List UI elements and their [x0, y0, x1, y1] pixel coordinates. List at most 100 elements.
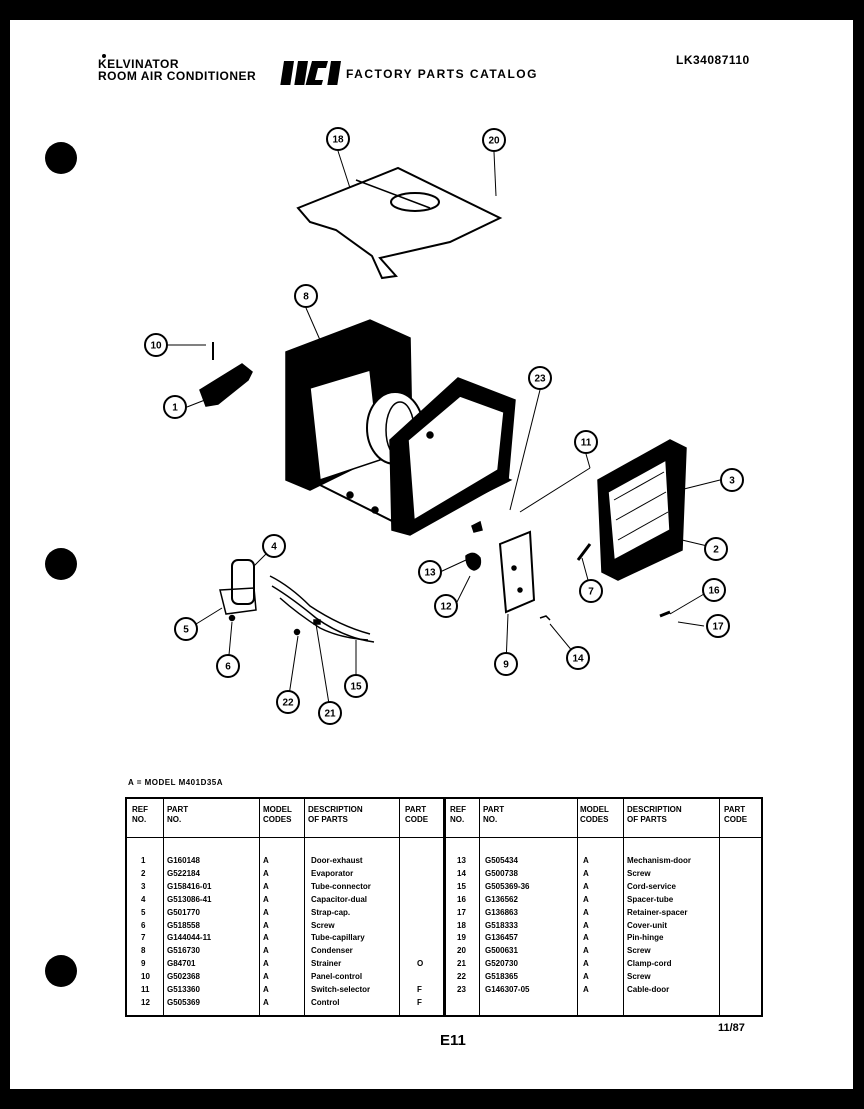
- cell-description: Screw: [627, 868, 651, 878]
- cell-model-code: A: [263, 907, 269, 917]
- callout-5: 5: [174, 617, 198, 641]
- svg-text:14: 14: [572, 654, 584, 665]
- cell-ref: 15: [457, 881, 466, 891]
- cell-description: Spacer-tube: [627, 894, 674, 904]
- cell-part-no: G502368: [167, 972, 200, 982]
- cell-description: Mechanism-door: [627, 856, 692, 865]
- callout-16: 16: [702, 578, 726, 602]
- cell-description: Screw: [627, 946, 651, 956]
- cell-model-code: A: [583, 894, 589, 904]
- cell-description: Switch-selector: [311, 985, 371, 994]
- svg-text:11: 11: [581, 438, 592, 449]
- cell-model-code: A: [263, 933, 269, 943]
- svg-text:15: 15: [350, 682, 362, 693]
- svg-text:13: 13: [424, 568, 436, 579]
- cell-description: Condenser: [311, 946, 353, 956]
- cell-part-code: F: [417, 997, 422, 1007]
- cell-part-no: G501770: [167, 907, 200, 917]
- svg-text:5: 5: [183, 625, 189, 636]
- svg-text:8: 8: [303, 292, 309, 303]
- callout-3: 3: [720, 468, 744, 492]
- cell-part-no: G513086-41: [167, 894, 212, 904]
- svg-text:7: 7: [588, 587, 594, 598]
- cell-model-code: A: [263, 959, 269, 969]
- svg-text:4: 4: [271, 542, 277, 553]
- cell-part-no: G520730: [485, 959, 518, 969]
- cell-ref: 18: [457, 920, 466, 930]
- catalog-title: FACTORY PARTS CATALOG: [346, 67, 538, 81]
- document-number: LK34087110: [676, 53, 750, 67]
- cell-ref: 23: [457, 985, 466, 994]
- svg-text:10: 10: [150, 341, 162, 352]
- product-name: ROOM AIR CONDITIONER: [98, 69, 257, 83]
- cell-description: Pin-hinge: [627, 933, 664, 943]
- cell-description: Tube-connector: [311, 881, 371, 891]
- top-cover-drawing: [296, 166, 503, 280]
- cell-description: Strap-cap.: [311, 907, 351, 917]
- cell-ref: 16: [457, 894, 466, 904]
- cell-ref: 19: [457, 933, 466, 943]
- cell-part-no: G158416-01: [167, 881, 212, 891]
- callout-17: 17: [706, 614, 730, 638]
- cell-description: Panel-control: [311, 972, 363, 982]
- cell-description: Screw: [627, 972, 651, 982]
- cell-part-no: G146307-05: [485, 985, 530, 994]
- binder-hole: [45, 548, 77, 580]
- cell-model-code: A: [263, 894, 269, 904]
- cell-ref: 2: [141, 868, 146, 878]
- cell-ref: 7: [141, 933, 146, 943]
- callout-9: 9: [494, 652, 518, 676]
- cell-model-code: A: [583, 985, 589, 994]
- cell-description: Tube-capillary: [311, 933, 365, 943]
- cell-part-no: G513360: [167, 985, 200, 994]
- svg-text:2: 2: [713, 545, 719, 556]
- cell-description: Cable-door: [627, 985, 670, 994]
- cell-part-no: G522184: [167, 868, 200, 878]
- cell-ref: 12: [141, 997, 150, 1007]
- svg-text:1: 1: [172, 403, 178, 414]
- cell-model-code: A: [263, 856, 269, 865]
- callout-7: 7: [579, 579, 603, 603]
- cell-ref: 9: [141, 959, 146, 969]
- binder-hole: [45, 142, 77, 174]
- cell-part-no: G136562: [485, 894, 518, 904]
- cell-part-no: G518333: [485, 920, 518, 930]
- cell-ref: 5: [141, 907, 146, 917]
- svg-text:22: 22: [282, 698, 294, 709]
- cell-ref: 20: [457, 946, 466, 956]
- cell-ref: 21: [457, 959, 466, 969]
- cell-part-no: G500738: [485, 868, 518, 878]
- cell-description: Cord-service: [627, 881, 676, 891]
- cell-part-no: G136863: [485, 907, 518, 917]
- cell-part-no: G136457: [485, 933, 518, 943]
- cell-part-no: G518365: [485, 972, 518, 982]
- registration-dot: [102, 54, 106, 58]
- callout-21: 21: [318, 701, 342, 725]
- chassis-drawing: [285, 319, 516, 536]
- wci-logo: [278, 61, 342, 87]
- cell-ref: 3: [141, 881, 146, 891]
- header-brand-block: KELVINATOR ROOM AIR CONDITIONER: [98, 58, 256, 82]
- cell-part-no: G505369-36: [485, 881, 530, 891]
- cell-model-code: A: [583, 881, 589, 891]
- svg-text:6: 6: [225, 662, 231, 673]
- svg-text:12: 12: [440, 602, 452, 613]
- catalog-page: KELVINATOR ROOM AIR CONDITIONER FACTORY …: [10, 20, 853, 1089]
- cell-ref: 10: [141, 972, 150, 982]
- cell-description: Strainer: [311, 959, 342, 969]
- revision-date: 11/87: [718, 1022, 745, 1034]
- cell-model-code: A: [263, 946, 269, 956]
- svg-text:16: 16: [708, 586, 720, 597]
- callout-14: 14: [566, 646, 590, 670]
- cell-description: Control: [311, 997, 340, 1007]
